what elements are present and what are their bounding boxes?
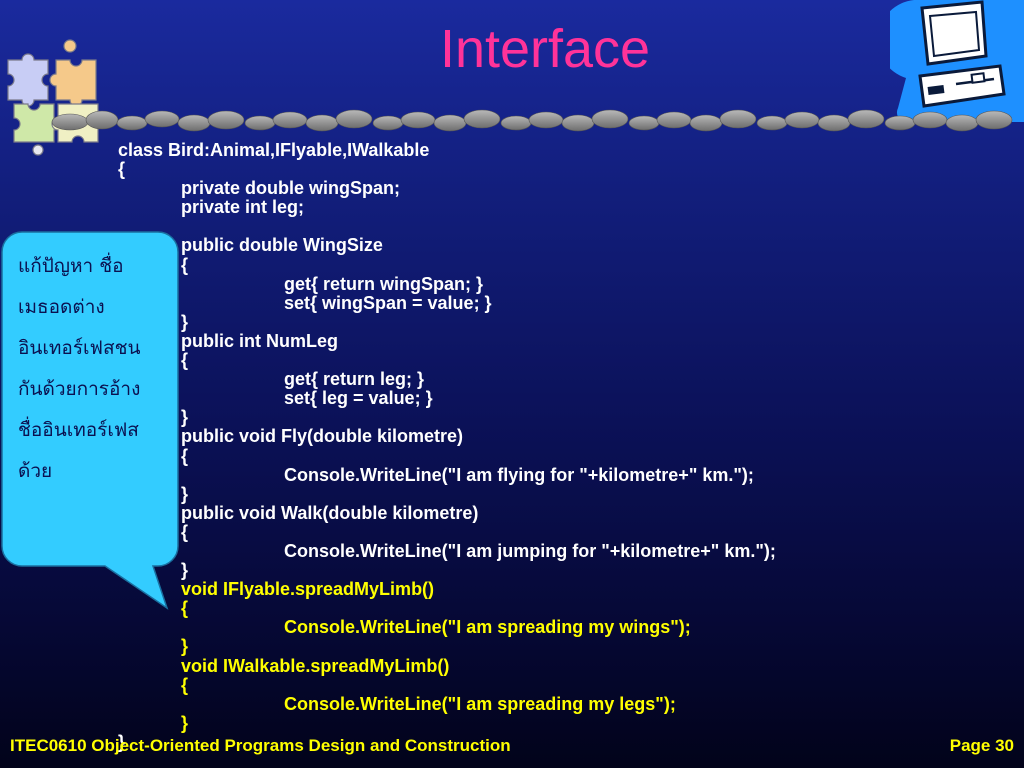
callout-line: ด้วย [18,460,53,482]
code-line: get{ return leg; } [284,369,425,390]
code-line: set{ leg = value; } [284,388,433,409]
code-line: Console.WriteLine("I am spreading my win… [284,617,691,638]
code-line: private double wingSpan; [181,178,401,199]
computer-icon [890,0,1024,122]
callout-bubble [1,231,179,610]
code-line: Console.WriteLine("I am jumping for "+ki… [284,540,776,561]
code-line: Console.WriteLine("I am flying for "+kil… [284,464,754,485]
code-line: { [181,254,189,275]
code-line: void IFlyable.spreadMyLimb() [181,579,435,600]
code-line: private int leg; [181,197,305,218]
callout-text: แก้ปัญหา ชื่อเมธอดต่างอินเทอร์เฟสชนกันด้… [18,246,178,492]
code-line: { [181,598,189,619]
code-line: class Bird:Animal,IFlyable,IWalkable [118,140,430,160]
code-line: public double WingSize [181,235,383,256]
code-line [118,217,776,236]
code-line: } [181,636,189,657]
code-line: { [181,445,189,466]
callout-line: แก้ปัญหา ชื่อ [18,255,124,277]
code-line: } [181,407,189,428]
code-line: } [118,731,126,752]
code-line: public int NumLeg [181,330,338,351]
code-line: { [181,521,189,542]
code-line: { [181,674,189,695]
code-line: get{ return wingSpan; } [284,273,484,294]
code-line: public void Walk(double kilometre) [181,502,479,523]
code-line: { [118,159,126,180]
puzzle-pieces-icon [7,39,99,156]
pebble-divider [51,109,1013,132]
code-line: { [181,350,189,371]
code-block: class Bird:Animal,IFlyable,IWalkable{pri… [118,140,776,752]
code-line: } [181,560,189,581]
code-line: set{ wingSpan = value; } [284,292,492,313]
code-line: } [181,483,189,504]
footer-course-title: ITEC0610 Object-Oriented Programs Design… [10,736,511,755]
callout-line: เมธอดต่าง [18,296,105,318]
code-line: public void Fly(double kilometre) [181,426,464,447]
callout-line: ชื่ออินเทอร์เฟส [18,419,139,441]
code-line: void IWalkable.spreadMyLimb() [181,655,450,676]
footer-page-number: Page 30 [949,736,1014,755]
callout-line: กันด้วยการอ้าง [18,378,141,400]
slide-title: Interface [439,19,651,79]
code-line: Console.WriteLine("I am spreading my leg… [284,693,676,714]
callout-line: อินเทอร์เฟสชน [18,337,141,359]
code-line: } [181,311,189,332]
code-line: } [181,712,189,733]
